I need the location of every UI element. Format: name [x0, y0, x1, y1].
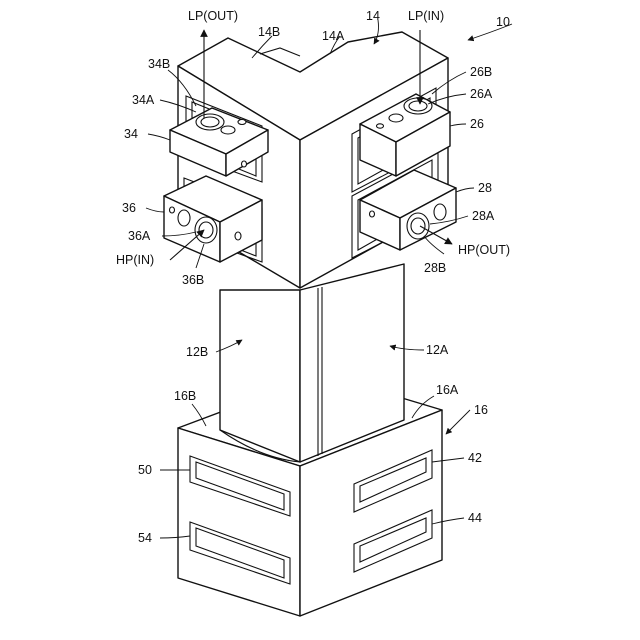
label-ref-28b: 28B — [424, 261, 446, 275]
label-ref-42: 42 — [468, 451, 482, 465]
label-ref-34b: 34B — [148, 57, 170, 71]
label-hp-in: HP(IN) — [116, 253, 154, 267]
label-ref-36: 36 — [122, 201, 136, 215]
label-ref-16: 16 — [474, 403, 488, 417]
label-ref-34a: 34A — [132, 93, 155, 107]
label-ref-26: 26 — [470, 117, 484, 131]
label-ref-54: 54 — [138, 531, 152, 545]
label-ref-10: 10 — [496, 15, 510, 29]
label-lp-out: LP(OUT) — [188, 9, 238, 23]
label-ref-26a: 26A — [470, 87, 493, 101]
label-ref-34: 34 — [124, 127, 138, 141]
label-ref-28: 28 — [478, 181, 492, 195]
label-lp-in: LP(IN) — [408, 9, 444, 23]
label-hp-out: HP(OUT) — [458, 243, 510, 257]
label-ref-12b: 12B — [186, 345, 208, 359]
label-ref-14: 14 — [366, 9, 380, 23]
label-ref-14a: 14A — [322, 29, 345, 43]
label-ref-28a: 28A — [472, 209, 495, 223]
label-ref-14b: 14B — [258, 25, 280, 39]
label-ref-36a: 36A — [128, 229, 151, 243]
label-ref-26b: 26B — [470, 65, 492, 79]
label-ref-36b: 36B — [182, 273, 204, 287]
label-ref-50: 50 — [138, 463, 152, 477]
label-ref-16b: 16B — [174, 389, 196, 403]
label-ref-44: 44 — [468, 511, 482, 525]
label-ref-12a: 12A — [426, 343, 449, 357]
label-ref-16a: 16A — [436, 383, 459, 397]
